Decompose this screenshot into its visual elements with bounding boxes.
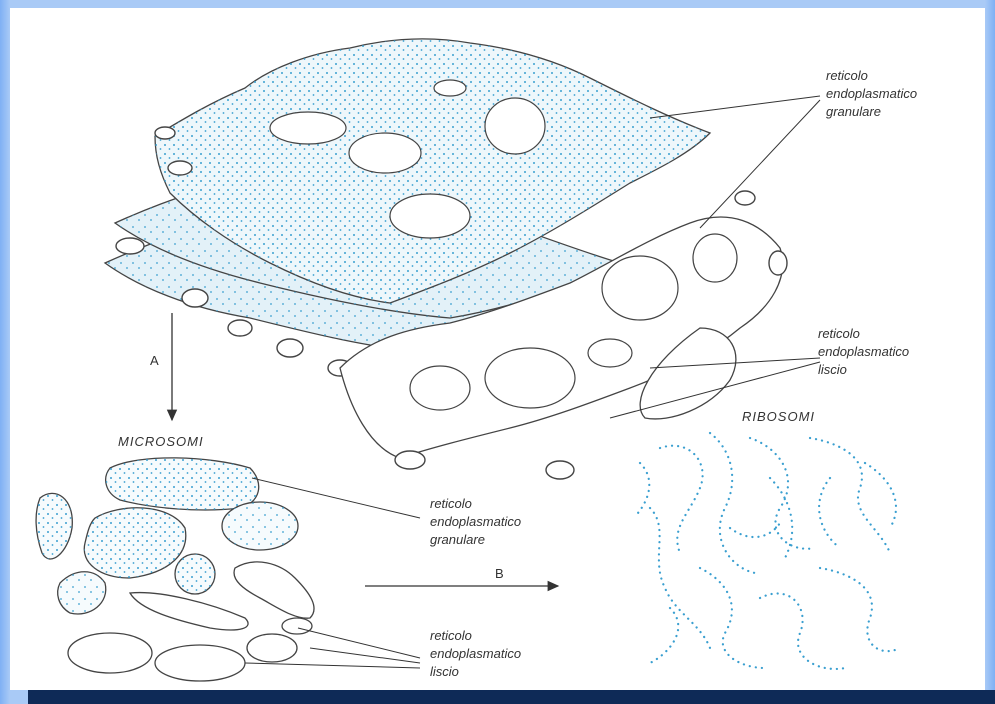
ribosomi-title: RIBOSOMI <box>742 409 815 424</box>
ser-bottom-line1: reticolo <box>430 628 472 643</box>
rer-bottom-line2: endoplasmatico <box>430 514 521 529</box>
arrow-b-label: B <box>495 566 504 581</box>
ser-mid-line1: reticolo <box>818 326 860 341</box>
slide-bottom-bar <box>28 690 995 704</box>
ribosomes-field <box>638 433 900 669</box>
microsomes-group <box>36 458 314 681</box>
rer-bottom-line3: granulare <box>430 532 485 547</box>
ser-bottom-line2: endoplasmatico <box>430 646 521 661</box>
figure-canvas: reticolo endoplasmatico granulare retico… <box>10 8 985 690</box>
ser-mid-line3: liscio <box>818 362 847 377</box>
rer-top-line1: reticolo <box>826 68 868 83</box>
microsomi-title: MICROSOMI <box>118 434 204 449</box>
ser-bottom-line3: liscio <box>430 664 459 679</box>
rer-top-line3: granulare <box>826 104 881 119</box>
er-diagram: reticolo endoplasmatico granulare retico… <box>10 8 985 690</box>
rer-top-line2: endoplasmatico <box>826 86 917 101</box>
rer-bottom-line1: reticolo <box>430 496 472 511</box>
arrow-a-label: A <box>150 353 159 368</box>
ser-mid-line2: endoplasmatico <box>818 344 909 359</box>
